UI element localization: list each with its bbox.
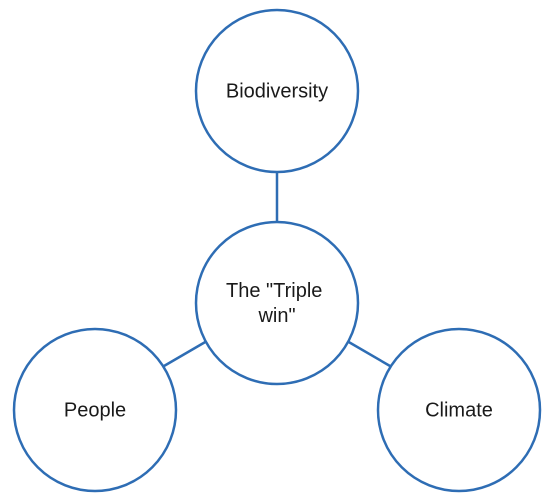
node-center-label-line1: The "Triple [226,280,322,302]
node-biodiversity-circle [194,8,360,174]
connector-center-climate [346,339,391,368]
node-climate: Climate [376,327,542,493]
node-center-label-line2: win" [257,305,295,327]
node-people: People [12,327,178,493]
node-climate-circle [376,327,542,493]
node-center-circle [194,220,360,386]
node-climate-label: Climate [425,399,493,421]
node-biodiversity-label: Biodiversity [226,80,328,102]
connector-center-people [163,339,208,368]
node-people-circle [12,327,178,493]
node-center-label: The "Triple win" [226,280,328,327]
node-people-label: People [64,399,126,421]
node-center: The "Triple win" [194,220,360,386]
node-biodiversity: Biodiversity [194,8,360,174]
